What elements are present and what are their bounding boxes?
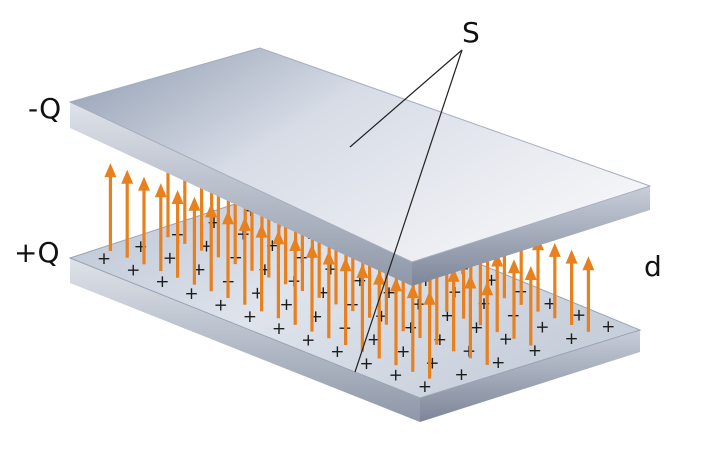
field-arrow: [524, 266, 537, 346]
plus-charge: +: [418, 377, 432, 397]
plus-charge: +: [184, 284, 198, 304]
plus-charge: +: [404, 318, 418, 338]
plus-charge: +: [97, 249, 111, 269]
plus-charge: +: [126, 261, 140, 281]
plus-charge: +: [272, 319, 286, 339]
plus-charge: +: [535, 318, 549, 338]
area-label: S: [462, 16, 480, 49]
plus-charge: +: [330, 342, 344, 362]
field-arrow: [565, 249, 578, 325]
area-pointer-bottom: [354, 49, 463, 373]
top-plate-face: [68, 47, 652, 263]
top-plate-front-edge: [70, 102, 412, 286]
plus-charge: +: [359, 354, 373, 374]
plus-charge: +: [433, 330, 447, 350]
field-arrow: [171, 190, 184, 278]
field-arrow: [138, 176, 150, 265]
top-charge-label: -Q: [28, 92, 61, 125]
field-arrow: [582, 256, 595, 332]
field-arrow: [154, 183, 167, 272]
field-arrow: [104, 163, 117, 251]
plus-charge: +: [601, 317, 615, 337]
plus-charge: +: [243, 307, 257, 327]
plus-charge: +: [279, 295, 293, 315]
plus-charge: +: [214, 296, 228, 316]
plus-charge: +: [396, 342, 410, 362]
separation-label: d: [644, 250, 662, 283]
field-arrow: [491, 252, 504, 333]
top-plate-side-edge: [412, 186, 650, 286]
plus-charge: +: [163, 249, 177, 269]
area-pointer-top: [349, 49, 463, 148]
field-arrow: [121, 169, 134, 258]
plus-charge: +: [528, 341, 542, 361]
bottom-plate-front-edge: [70, 258, 420, 422]
plus-charge: +: [301, 331, 315, 351]
field-arrow: [548, 242, 561, 319]
plus-charge: +: [454, 365, 468, 385]
plus-charge: +: [440, 306, 454, 326]
plus-charge: +: [367, 330, 381, 350]
field-arrow: [508, 259, 520, 339]
plus-charge: +: [499, 330, 513, 350]
plus-charge: +: [491, 353, 505, 373]
plus-charge: +: [425, 354, 439, 374]
bottom-plate-side-edge: [420, 330, 640, 422]
plus-charge: +: [389, 366, 403, 386]
bottom-charge-label: +Q: [14, 236, 60, 269]
field-arrow: [188, 196, 201, 285]
plus-charge: +: [134, 237, 148, 257]
plus-charge: +: [572, 306, 586, 326]
plus-charge: +: [411, 295, 425, 315]
top-plate: [68, 47, 652, 286]
plus-charge: +: [155, 272, 169, 292]
plus-charge: +: [564, 329, 578, 349]
